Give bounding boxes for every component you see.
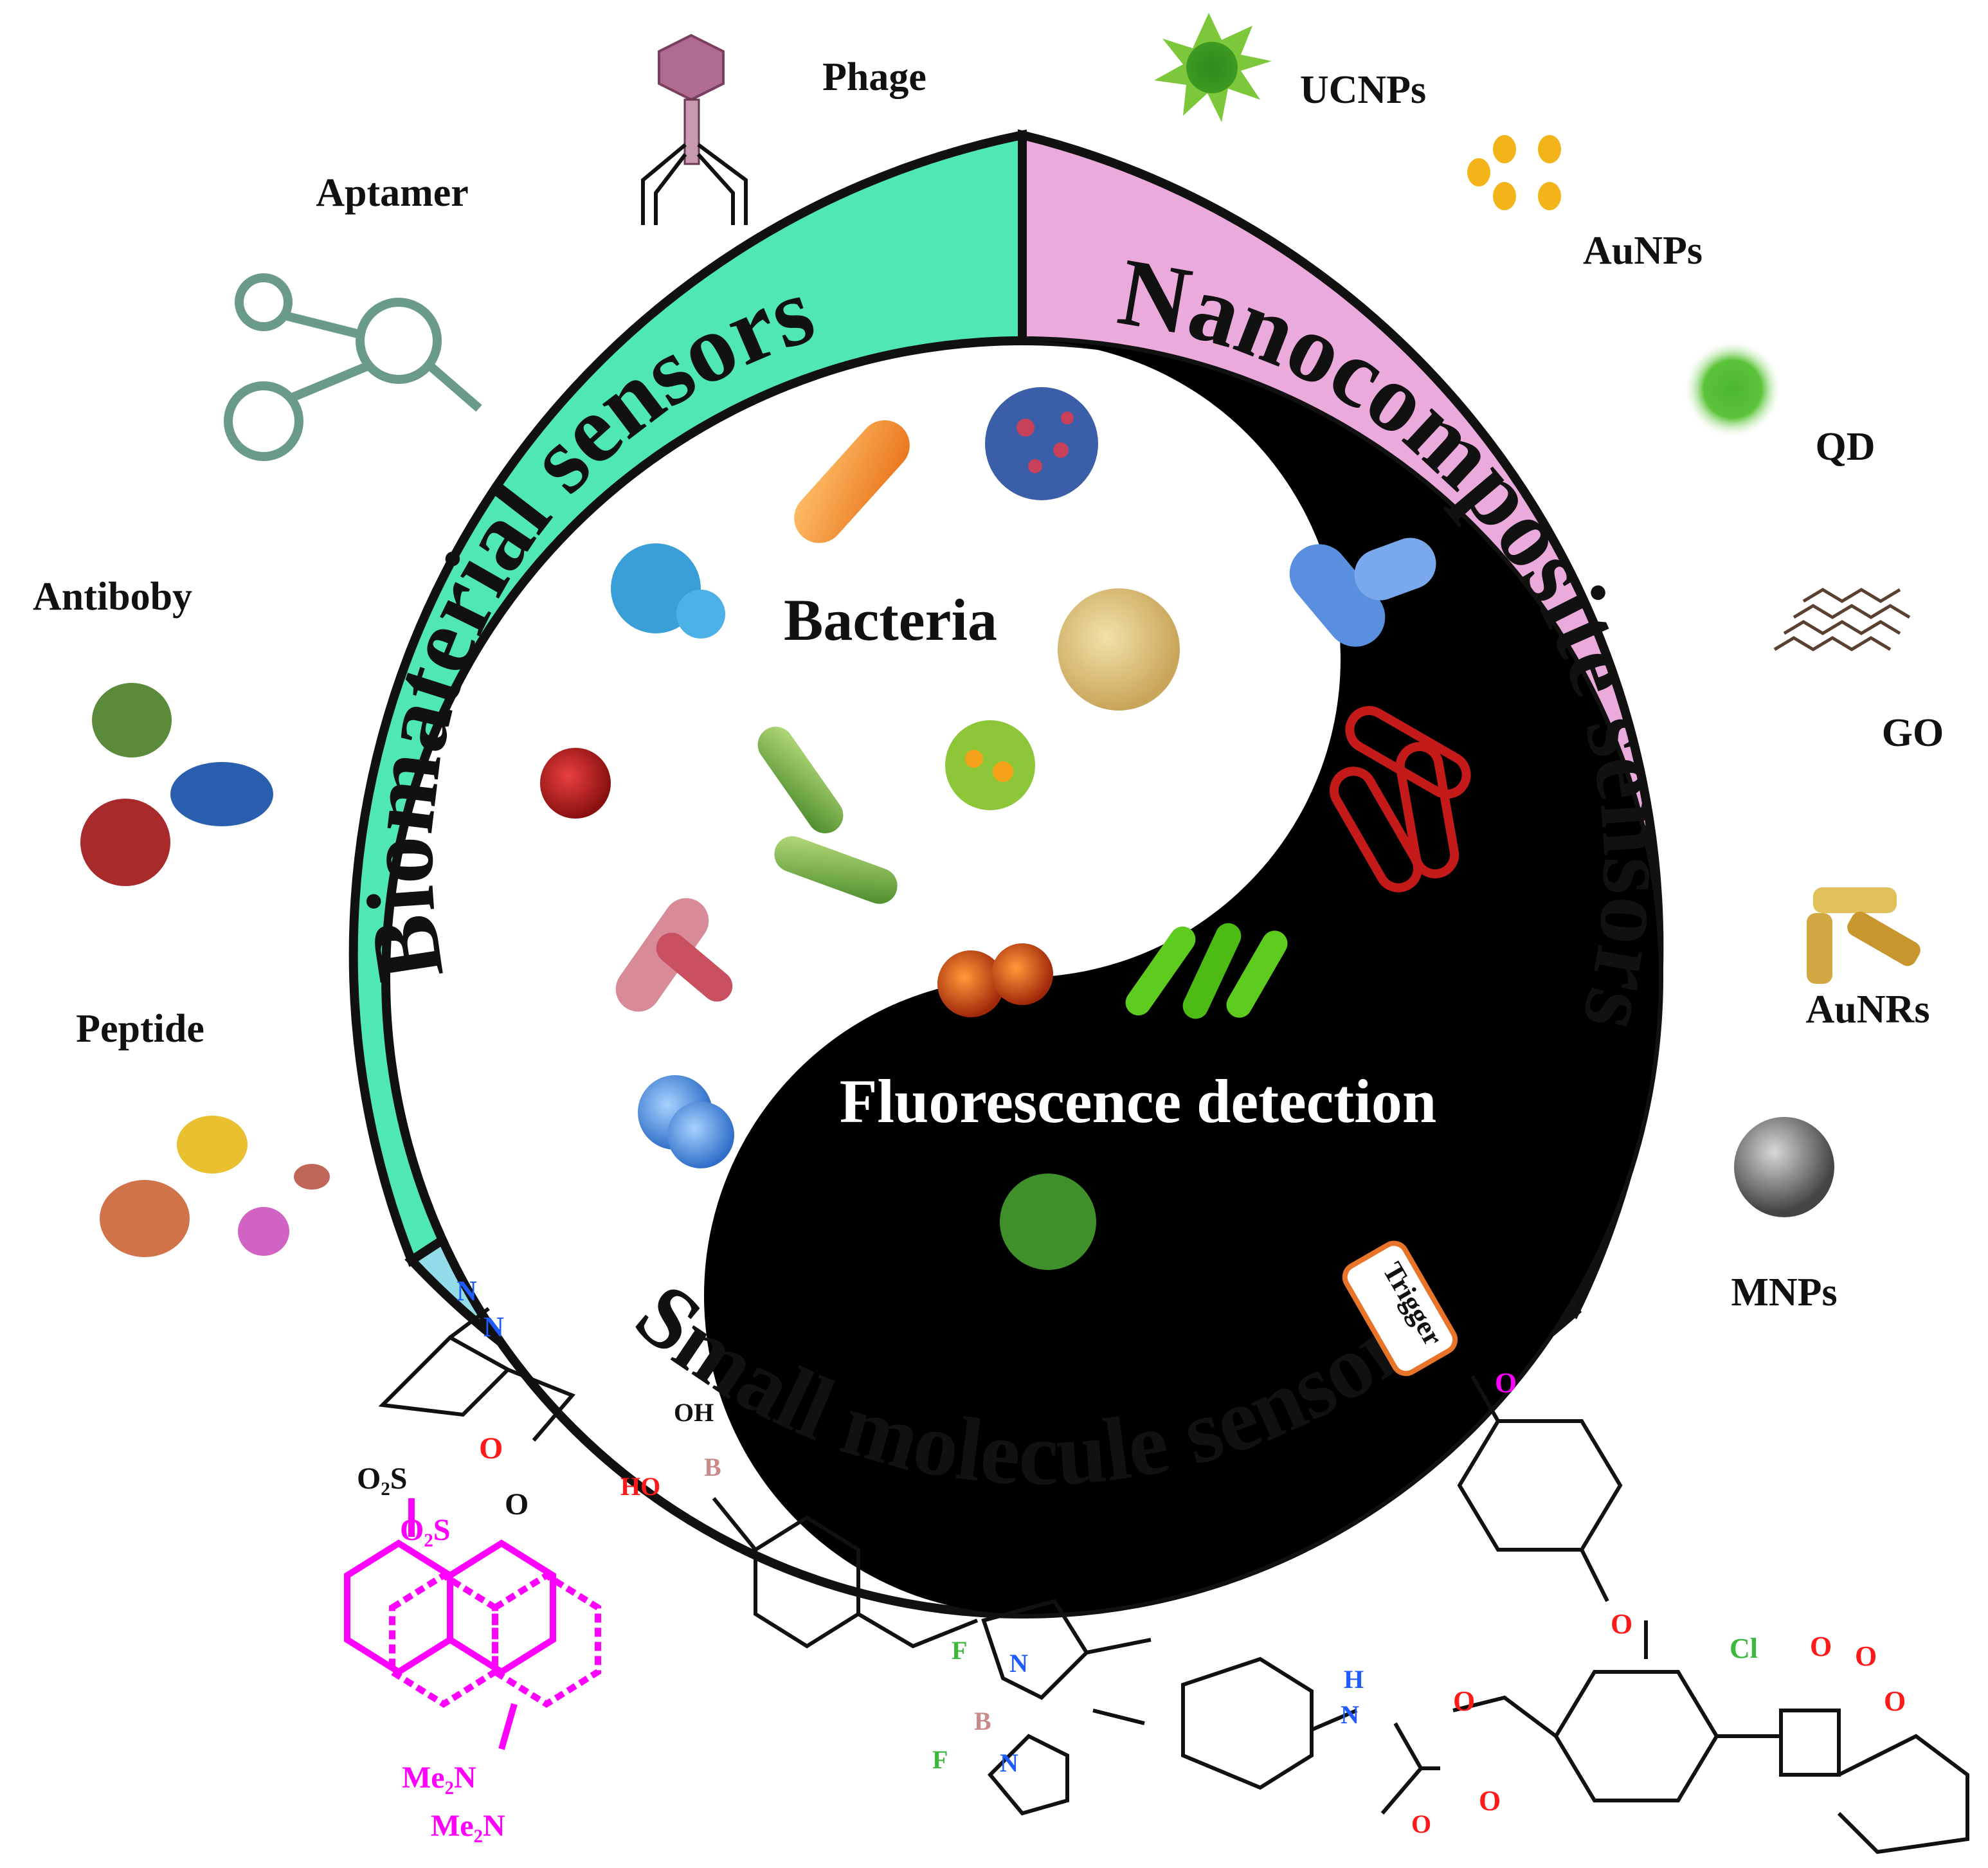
left-probe-structure: [344, 1307, 601, 1750]
spiky-green-microbe-icon: [945, 720, 1035, 810]
ether-o-label: O: [1611, 1608, 1632, 1640]
me2n-label-2: Me₂N: [431, 1809, 505, 1843]
acrylate-o-1: O: [1453, 1685, 1475, 1717]
amide-o-label: O: [1411, 1809, 1431, 1838]
sensor-ring: [348, 129, 1664, 1619]
mnps-label: MNPs: [1731, 1271, 1837, 1314]
trigger-linker-o: O: [1495, 1367, 1517, 1399]
blue-virus-icon: [985, 387, 1098, 500]
yellow-cocci-icon: [1058, 588, 1180, 711]
fluorescent-bacteria: [937, 538, 1471, 1270]
dioxetane-o-1: O: [1810, 1631, 1832, 1662]
orange-diplococci-icon: [937, 943, 1053, 1017]
peptide-label: Peptide: [76, 1007, 204, 1051]
bacteria-illustrations: [540, 387, 1180, 1168]
o2s-label-mid: O₂S: [400, 1513, 450, 1547]
bodipy-f-top: F: [952, 1636, 967, 1665]
blue-fluorescent-rod-1-icon: [1289, 544, 1386, 647]
bodipy-b-label: B: [974, 1707, 991, 1736]
dioxetane-o-2: O: [1855, 1640, 1877, 1672]
bodipy-probe-structure: [712, 1497, 1440, 1816]
sulfonate-o: O: [479, 1431, 503, 1465]
cl-label: Cl: [1730, 1633, 1758, 1664]
phage-icon: [641, 33, 748, 225]
aunrs-label: AuNRs: [1806, 988, 1930, 1031]
me2n-label-1: Me₂N: [402, 1761, 476, 1795]
teal-virus-icon: [611, 543, 725, 639]
peptide-icon: [100, 1116, 330, 1257]
go-label: GO: [1882, 711, 1944, 755]
aunrs-icon: [1807, 887, 1920, 984]
blue-cocci-cluster-icon: [638, 1075, 734, 1168]
qd-icon: [1685, 341, 1781, 437]
bodipy-n-top: N: [1009, 1649, 1028, 1678]
bodipy-f-bottom: F: [932, 1745, 948, 1774]
amide-h-label: H: [1344, 1665, 1364, 1694]
blue-fluorescent-rod-2-icon: [1354, 538, 1436, 601]
aunps-label: AuNPs: [1583, 229, 1703, 273]
bodipy-n-bottom: N: [1000, 1748, 1018, 1777]
qd-label: QD: [1816, 425, 1875, 469]
phage-label: Phage: [822, 55, 926, 99]
aunps-icon: [1467, 135, 1561, 210]
red-fluorescent-rods-icon: [1330, 706, 1471, 893]
dioxetane-o-3: O: [1884, 1685, 1906, 1717]
trigger-box: [1342, 1240, 1458, 1376]
go-icon: [1773, 588, 1911, 651]
azo-n-top: N: [456, 1275, 477, 1307]
fluorescence-detection-label: Fluorescence detection: [840, 1067, 1437, 1136]
antibody-label: Antiboby: [33, 575, 192, 619]
ucnps-core-icon: [1186, 42, 1238, 93]
o2s-label-top: O₂S: [357, 1462, 407, 1496]
green-rod-bacterium-2-icon: [774, 836, 898, 904]
azo-n-bottom: N: [483, 1311, 504, 1343]
green-fluorescent-rods-icon: [1125, 923, 1288, 1019]
ester-o: O: [505, 1487, 529, 1521]
amide-n-label: N: [1341, 1700, 1359, 1729]
aptamer-icon: [224, 273, 482, 461]
boronic-oh-label: OH: [674, 1398, 714, 1427]
boronic-b-label: B: [704, 1453, 721, 1482]
striped-rod-bacteria-icon: [615, 898, 733, 1012]
orange-rod-bacterium-icon: [794, 420, 910, 543]
ucnps-label: UCNPs: [1300, 68, 1426, 112]
green-fluorescent-virus-icon: [1000, 1174, 1096, 1270]
antibody-icon: [80, 683, 273, 886]
dioxetane-probe-structure: [1452, 1375, 1969, 1854]
boronic-ho-label: HO: [620, 1472, 660, 1501]
green-rod-bacterium-1-icon: [757, 727, 844, 833]
aptamer-label: Aptamer: [316, 171, 469, 215]
red-cocci-icon: [540, 748, 611, 819]
mnps-icon: [1734, 1117, 1834, 1217]
acrylate-o-2: O: [1479, 1785, 1501, 1817]
bacteria-label: Bacteria: [784, 587, 997, 653]
